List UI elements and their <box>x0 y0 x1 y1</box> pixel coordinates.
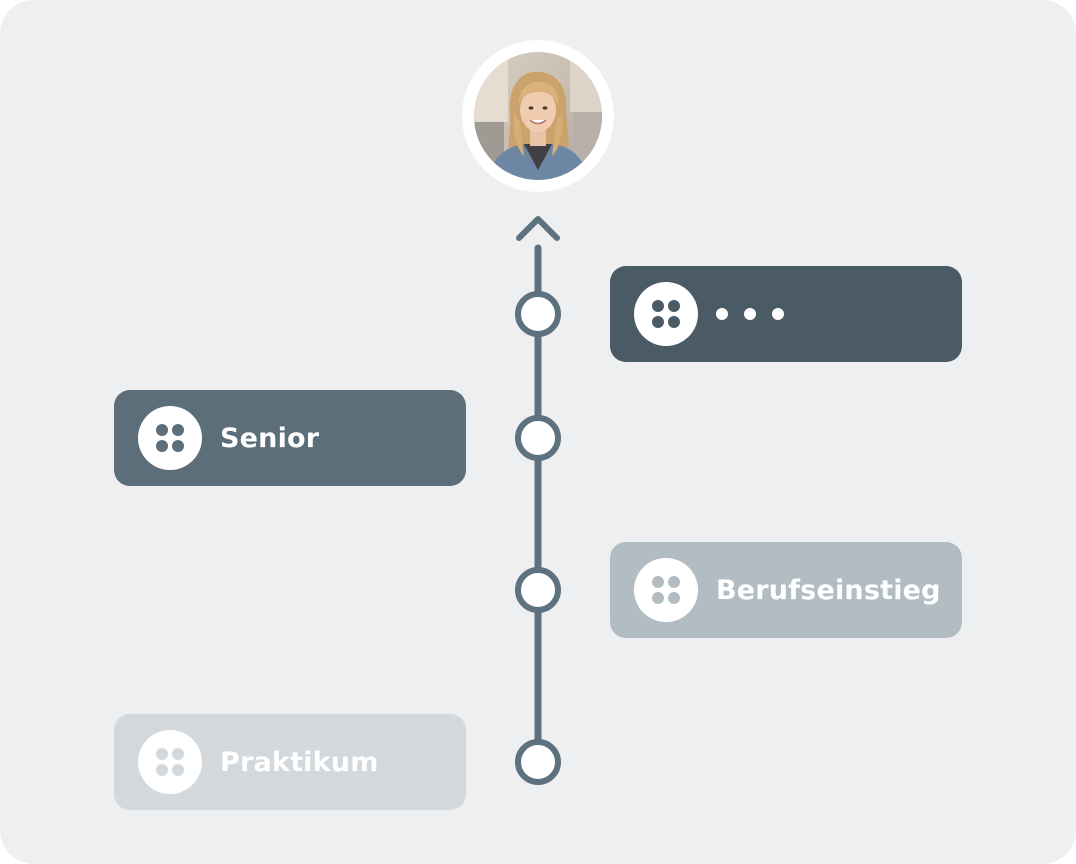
profile-avatar[interactable] <box>462 40 614 192</box>
level-label-senior: Senior <box>220 422 320 454</box>
level-label-intern: Praktikum <box>220 746 379 778</box>
grid-dots-icon <box>138 406 202 470</box>
timeline-node-intern[interactable] <box>515 739 561 785</box>
level-label-entry: Berufseinstieg <box>716 574 941 606</box>
grid-dots-icon <box>634 282 698 346</box>
grid-dots-icon <box>138 730 202 794</box>
level-card-intern[interactable]: Praktikum <box>114 714 466 810</box>
grid-dots-icon <box>634 558 698 622</box>
level-card-current[interactable] <box>610 266 962 362</box>
level-card-entry[interactable]: Berufseinstieg <box>610 542 962 638</box>
profile-photo <box>474 52 602 180</box>
timeline-node-current[interactable] <box>515 291 561 337</box>
timeline-node-entry[interactable] <box>515 567 561 613</box>
arrow-up-icon <box>516 216 560 241</box>
level-card-senior[interactable]: Senior <box>114 390 466 486</box>
ellipsis-icon <box>716 308 784 320</box>
timeline-node-senior[interactable] <box>515 415 561 461</box>
